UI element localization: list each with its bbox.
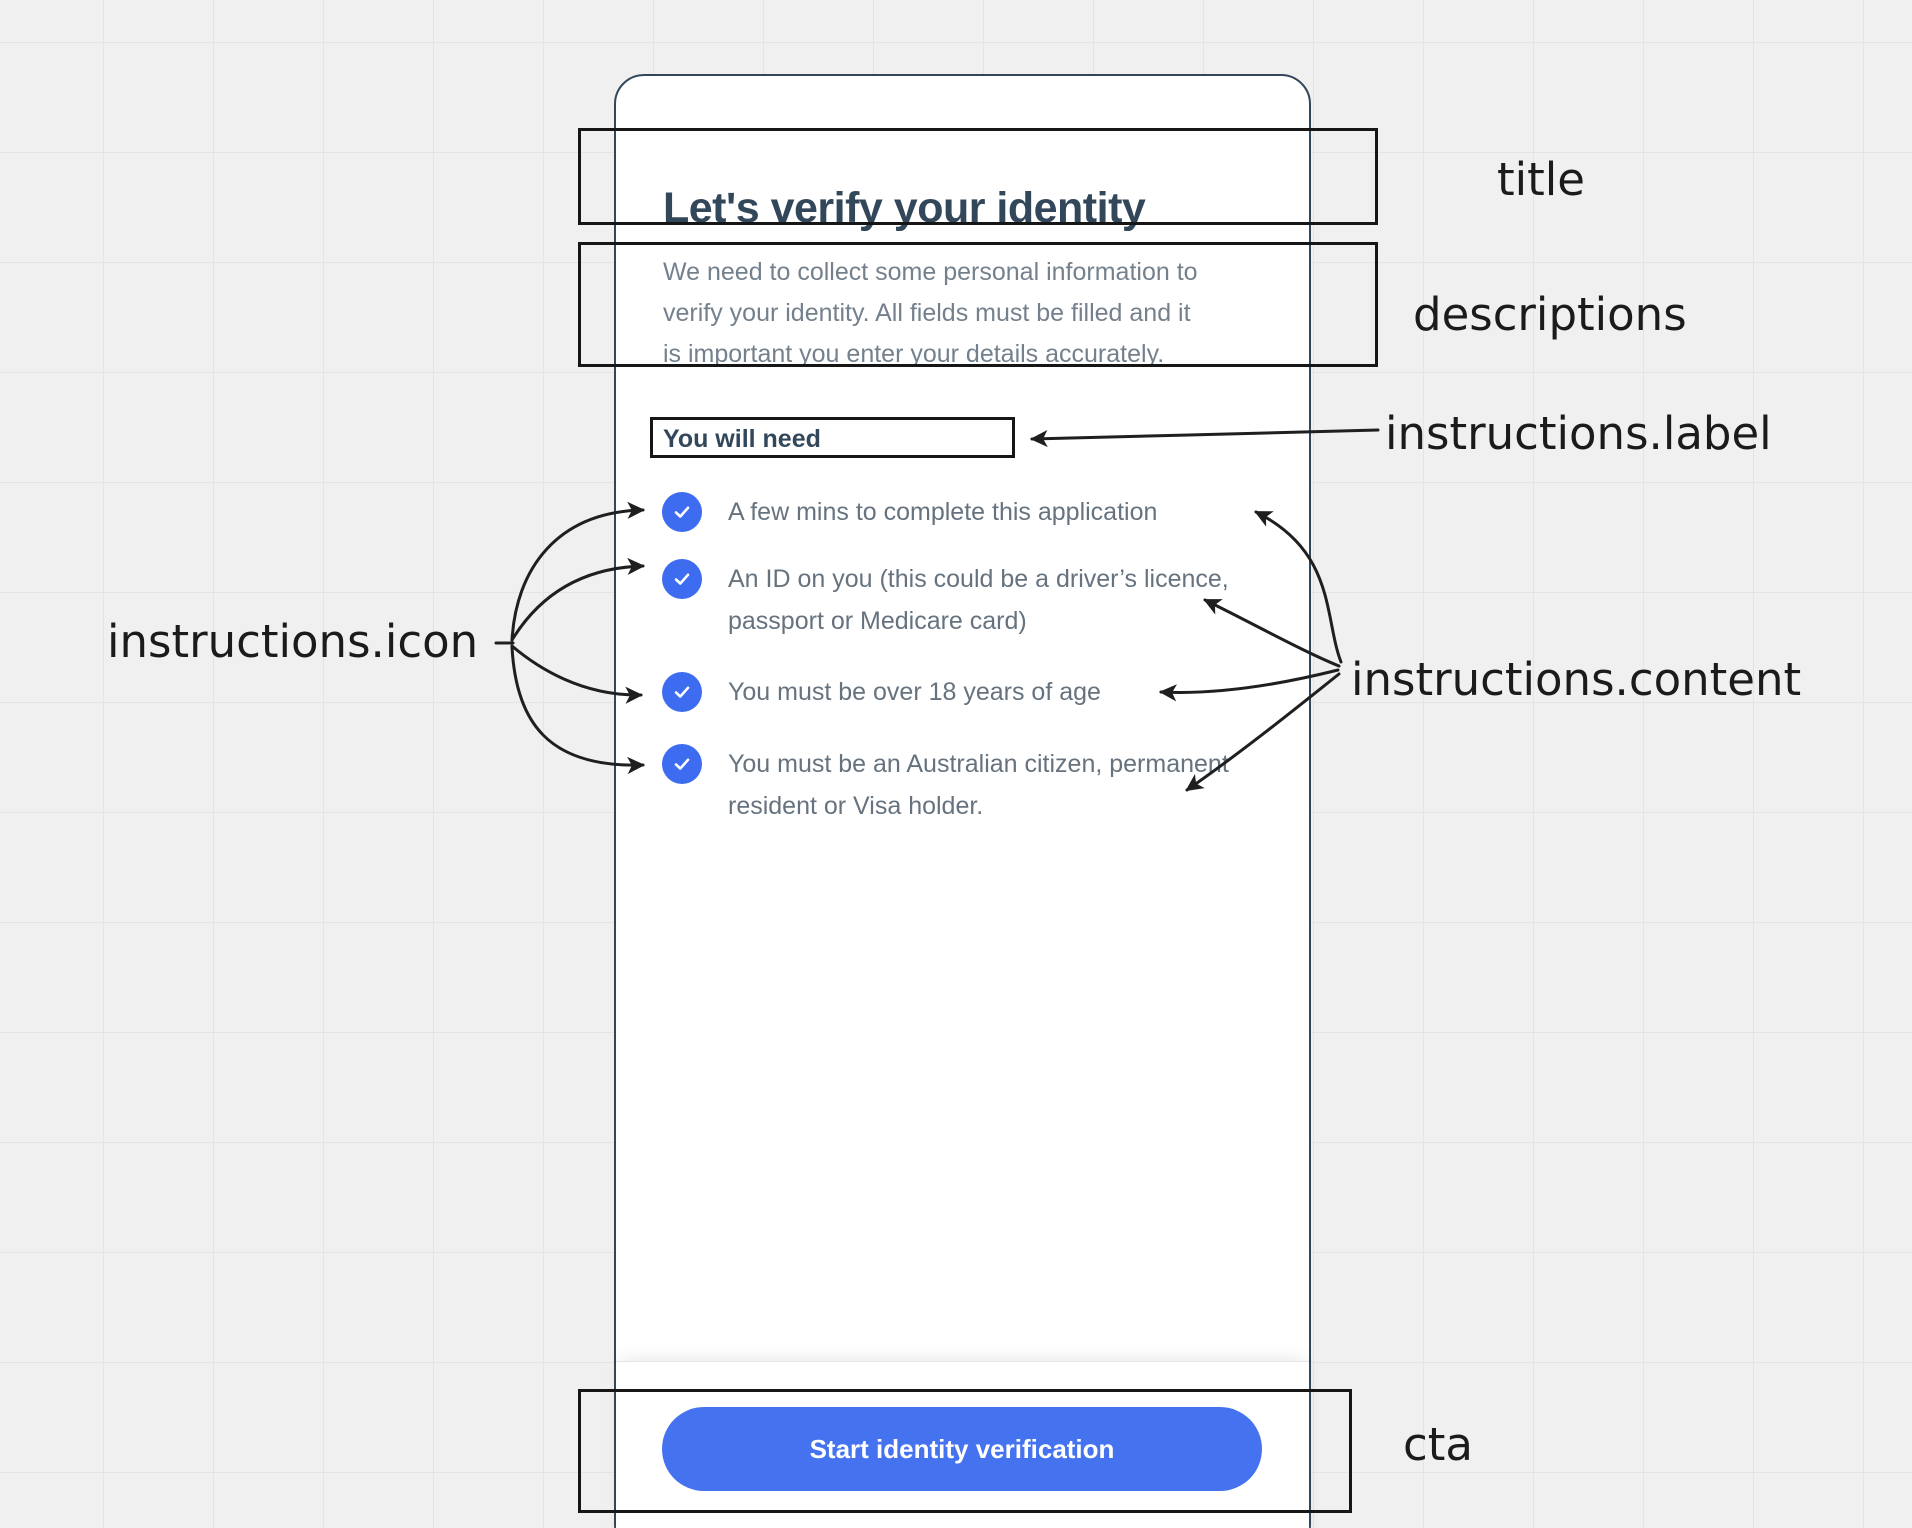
check-circle-icon	[662, 744, 702, 784]
phone-card: Let's verify your identity We need to co…	[614, 74, 1311, 1528]
annotation-label-instructions-label: instructions.label	[1385, 407, 1772, 460]
annotation-box-title	[578, 128, 1378, 225]
annotation-box-descriptions	[578, 242, 1378, 367]
instruction-content: You must be an Australian citizen, perma…	[728, 750, 1229, 820]
instruction-content: A few mins to complete this application	[728, 498, 1158, 526]
description-line: is important you enter your details accu…	[663, 340, 1165, 368]
annotation-label-instructions-icon: instructions.icon	[107, 615, 479, 668]
annotation-label-descriptions: descriptions	[1413, 288, 1687, 341]
annotation-box-cta	[578, 1389, 1352, 1513]
annotation-box-instructions-label	[650, 417, 1015, 458]
instructions-label: You will need	[663, 425, 821, 453]
page-description: We need to collect some personal informa…	[663, 252, 1263, 375]
check-circle-icon	[662, 492, 702, 532]
check-circle-icon	[662, 672, 702, 712]
start-identity-verification-button[interactable]: Start identity verification	[662, 1407, 1262, 1491]
description-line: We need to collect some personal informa…	[663, 258, 1198, 286]
annotation-label-title: title	[1497, 153, 1585, 206]
annotation-label-cta: cta	[1403, 1418, 1473, 1471]
annotation-label-instructions-content: instructions.content	[1351, 653, 1802, 706]
instruction-content: You must be over 18 years of age	[728, 678, 1101, 706]
instruction-content: An ID on you (this could be a driver’s l…	[728, 565, 1229, 635]
footer-bar: Start identity verification	[616, 1361, 1309, 1528]
description-line: verify your identity. All fields must be…	[663, 299, 1191, 327]
check-circle-icon	[662, 559, 702, 599]
